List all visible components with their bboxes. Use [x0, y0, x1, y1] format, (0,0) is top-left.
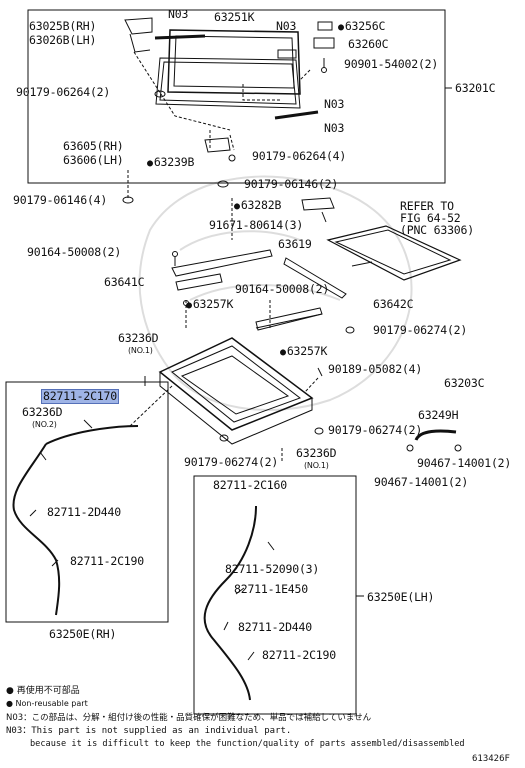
label-82711-2C190-lh: 82711-2C190 [262, 648, 336, 662]
watermark-emblem [138, 175, 413, 411]
label-63257K-a: 63257K [186, 298, 234, 312]
label-63641C: 63641C [104, 275, 145, 289]
label-n03-top: N03 [168, 7, 189, 21]
refer-line2: FIG 64-52 [400, 211, 461, 225]
drain-hose-lh [203, 505, 257, 701]
figure-id: 613426F [472, 754, 510, 764]
label-63236D-a: 63236D [118, 331, 159, 345]
label-91671: 91671-80614(3) [209, 218, 304, 232]
label-63260C: 63260C [348, 37, 389, 51]
label-n03-b: N03 [324, 121, 345, 135]
label-63605: 63605(RH) [63, 139, 124, 153]
label-63201C: 63201C [455, 81, 496, 95]
label-n03-right: N03 [276, 19, 297, 33]
rail-63619 [283, 257, 347, 299]
label-63642C: 63642C [373, 297, 414, 311]
note-nonreuse-en: ● Non-reusable part [6, 699, 88, 708]
label-no1-b: (NO.1) [304, 461, 329, 470]
label-90179-06264-4: 90179-06264(4) [252, 149, 347, 163]
label-82711-2D440-rh: 82711-2D440 [47, 505, 121, 519]
refer-line3: (PNC 63306) [400, 223, 474, 237]
note-n03-en1: N03：This part is not supplied as an indi… [6, 726, 292, 736]
label-82711-2C160: 82711-2C160 [213, 478, 287, 492]
label-63025B: 63025B(RH) [29, 19, 97, 33]
label-90164-a: 90164-50008(2) [27, 245, 122, 259]
label-90179-06146-4: 90179-06146(4) [13, 193, 108, 207]
label-63239B: 63239B [147, 156, 195, 170]
label-90179-06274-b: 90179-06274(2) [328, 423, 423, 437]
label-n03-a: N03 [324, 97, 345, 111]
label-63236D-c: 63236D [296, 446, 337, 460]
label-63256C: 63256C [338, 20, 386, 34]
label-no1-a: (NO.1) [128, 346, 153, 355]
label-63250E-RH: 63250E(RH) [49, 627, 117, 641]
rail-63642C [255, 307, 323, 331]
label-63257K-b: 63257K [280, 345, 328, 359]
label-90189: 90189-05082(4) [328, 362, 423, 376]
label-63236D-b: 63236D [22, 405, 63, 419]
sunshade [326, 225, 462, 281]
label-90164-b: 90164-50008(2) [235, 282, 330, 296]
rail-63641C [171, 249, 273, 277]
drain-hose-rh [12, 443, 61, 616]
label-63251K: 63251K [214, 10, 255, 24]
label-90901: 90901-54002(2) [344, 57, 439, 71]
label-90179-06264-2: 90179-06264(2) [16, 85, 111, 99]
note-n03-en2: because it is difficult to keep the func… [30, 739, 465, 749]
label-63619: 63619 [278, 237, 312, 251]
label-63606: 63606(LH) [63, 153, 124, 167]
label-82711-2D440-lh: 82711-2D440 [238, 620, 312, 634]
label-63203C: 63203C [444, 376, 485, 390]
label-90467-b: 90467-14001(2) [374, 475, 469, 489]
label-63249H: 63249H [418, 408, 459, 422]
box-63201C [27, 9, 446, 184]
label-63250E-LH: 63250E(LH) [367, 590, 435, 604]
box-63250E-RH [5, 381, 169, 623]
label-82711-2C170-selected[interactable]: 82711-2C170 [41, 389, 119, 404]
label-82711-2C190-rh: 82711-2C190 [70, 554, 144, 568]
refer-line1: REFER TO [400, 199, 454, 213]
label-63282B: 63282B [234, 199, 282, 213]
label-82711-1E450: 82711-1E450 [234, 582, 308, 596]
label-90179-06274-a: 90179-06274(2) [373, 323, 468, 337]
glass-frame [167, 29, 301, 95]
note-nonreuse-jp: ● 再使用不可部品 [6, 686, 80, 696]
note-n03-jp: N03：この部品は、分解・組付け後の性能・品質確保が困難なため、単品では補給して… [6, 713, 372, 723]
label-90179-06146-2: 90179-06146(2) [244, 177, 339, 191]
label-90467-a: 90467-14001(2) [417, 456, 512, 470]
label-90179-06274-c: 90179-06274(2) [184, 455, 279, 469]
label-82711-52090: 82711-52090(3) [225, 562, 320, 576]
label-no2: (NO.2) [32, 420, 57, 429]
box-63250E-LH [193, 475, 357, 715]
label-63026B: 63026B(LH) [29, 33, 97, 47]
